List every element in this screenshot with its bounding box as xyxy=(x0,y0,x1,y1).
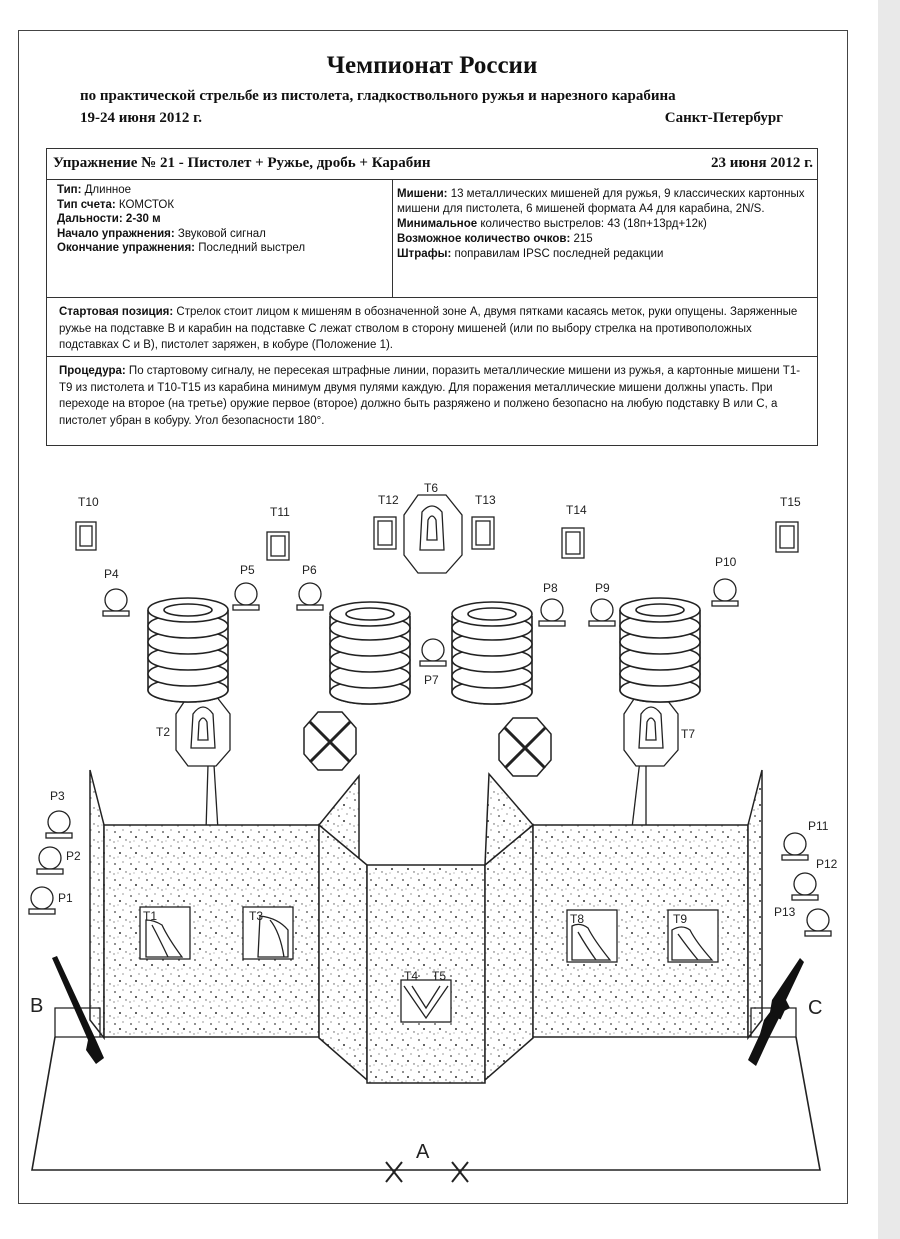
label-t12: T12 xyxy=(378,493,399,507)
shooting-area-label: A xyxy=(416,1141,430,1163)
page-subtitle: по практической стрельбе из пистолета, г… xyxy=(80,88,676,104)
label-p10: P10 xyxy=(715,555,737,569)
station-c-label: C xyxy=(808,997,822,1019)
end-value: Последний выстрел xyxy=(198,242,306,254)
start-position-text: Стрелок стоит лицом к мишеням в обозначе… xyxy=(59,306,798,351)
start-position-label: Стартовая позиция: xyxy=(59,306,174,318)
max-value: 215 xyxy=(573,233,593,245)
start-label: Начало упражнения: xyxy=(57,227,175,240)
label-t3: T3 xyxy=(249,909,263,923)
tire-stacks xyxy=(147,597,701,705)
label-p8: P8 xyxy=(543,581,558,595)
start-value: Звуковой сигнал xyxy=(177,227,266,240)
type-label: Тип: xyxy=(57,184,82,196)
page-title: Чемпионат России xyxy=(326,52,538,79)
label-t2: T2 xyxy=(156,725,170,739)
label-t13: T13 xyxy=(475,493,496,507)
label-p12: P12 xyxy=(816,857,838,871)
exercise-box: Упражнение № 21 - Пистолет + Ружье, дроб… xyxy=(46,148,818,446)
label-t11: T11 xyxy=(270,505,290,519)
metal-plate-targets xyxy=(175,494,679,831)
exercise-date: 23 июня 2012 г. xyxy=(711,155,813,171)
carbine-icon xyxy=(748,958,804,1066)
min-label: Минимальное xyxy=(397,218,478,230)
label-p5: P5 xyxy=(240,563,255,577)
no-shoot-targets xyxy=(303,711,552,777)
event-dates: 19-24 июня 2012 г. xyxy=(80,110,202,126)
label-p6: P6 xyxy=(302,563,317,577)
label-p11: P11 xyxy=(808,819,829,833)
label-p1: P1 xyxy=(58,891,73,905)
station-b-label: B xyxy=(30,995,43,1017)
exercise-params: Тип: Длинное Тип счета: КОМСТОК Дальност… xyxy=(47,179,393,297)
procedure-text: По стартовому сигналу, не пересекая штра… xyxy=(59,365,801,427)
walls xyxy=(89,769,763,1084)
score-value: КОМСТОК xyxy=(118,198,175,211)
end-label: Окончание упражнения: xyxy=(57,242,196,254)
label-p7: P7 xyxy=(424,673,439,687)
stage-diagram: T10 T11 T12 T6 T13 T14 T15 T2 T7 T1 T3 T… xyxy=(28,481,838,1183)
document-frame xyxy=(18,30,848,1204)
penalty-value: поправилам IPSC последней редакции xyxy=(454,248,664,260)
label-t10: T10 xyxy=(78,495,99,509)
label-p13: P13 xyxy=(774,905,796,919)
range-value: 2-30 м xyxy=(125,213,161,225)
pistol-targets xyxy=(139,906,719,1023)
label-t9: T9 xyxy=(673,912,687,926)
label-t1: T1 xyxy=(143,909,157,923)
exercise-name: Упражнение № 21 - Пистолет + Ружье, дроб… xyxy=(53,155,431,171)
label-t15: T15 xyxy=(780,495,801,509)
start-position: Стартовая позиция: Стрелок стоит лицом к… xyxy=(47,297,817,357)
min-value: количество выстрелов: 43 (18п+13рд+12к) xyxy=(480,218,707,230)
exercise-targets-info: Мишени: 13 металлических мишеней для руж… xyxy=(393,179,817,297)
label-t14: T14 xyxy=(566,503,587,517)
targets-value: 13 металлических мишеней для ружья, 9 кл… xyxy=(397,188,805,215)
label-t7: T7 xyxy=(681,727,695,741)
label-p3: P3 xyxy=(50,789,65,803)
label-p4: P4 xyxy=(104,567,119,581)
label-t5: T5 xyxy=(432,969,446,983)
procedure-label: Процедура: xyxy=(59,365,126,377)
shotgun-icon xyxy=(52,956,104,1064)
max-label: Возможное количество очков: xyxy=(397,233,571,245)
shooting-area xyxy=(31,1036,821,1183)
label-p2: P2 xyxy=(66,849,81,863)
target-labels: T10 T11 T12 T6 T13 T14 T15 T2 T7 T1 T3 T… xyxy=(78,481,801,983)
event-city: Санкт-Петербург xyxy=(664,110,783,126)
popper-labels: P4 P5 P6 P7 P8 P9 P10 P3 P2 P1 P11 P12 P… xyxy=(50,555,838,919)
page-edge xyxy=(878,0,900,1239)
range-label: Дальности: xyxy=(57,213,123,225)
carbine-targets xyxy=(75,516,799,561)
label-t8: T8 xyxy=(570,912,584,926)
label-t6: T6 xyxy=(424,481,438,495)
popper-targets xyxy=(28,578,832,937)
label-p9: P9 xyxy=(595,581,610,595)
type-value: Длинное xyxy=(84,184,132,196)
procedure: Процедура: По стартовому сигналу, не пер… xyxy=(47,357,817,445)
exercise-header: Упражнение № 21 - Пистолет + Ружье, дроб… xyxy=(47,149,817,180)
penalty-label: Штрафы: xyxy=(397,248,452,260)
targets-label: Мишени: xyxy=(397,188,448,200)
score-label: Тип счета: xyxy=(57,198,116,211)
label-t4: T4 xyxy=(404,969,418,983)
